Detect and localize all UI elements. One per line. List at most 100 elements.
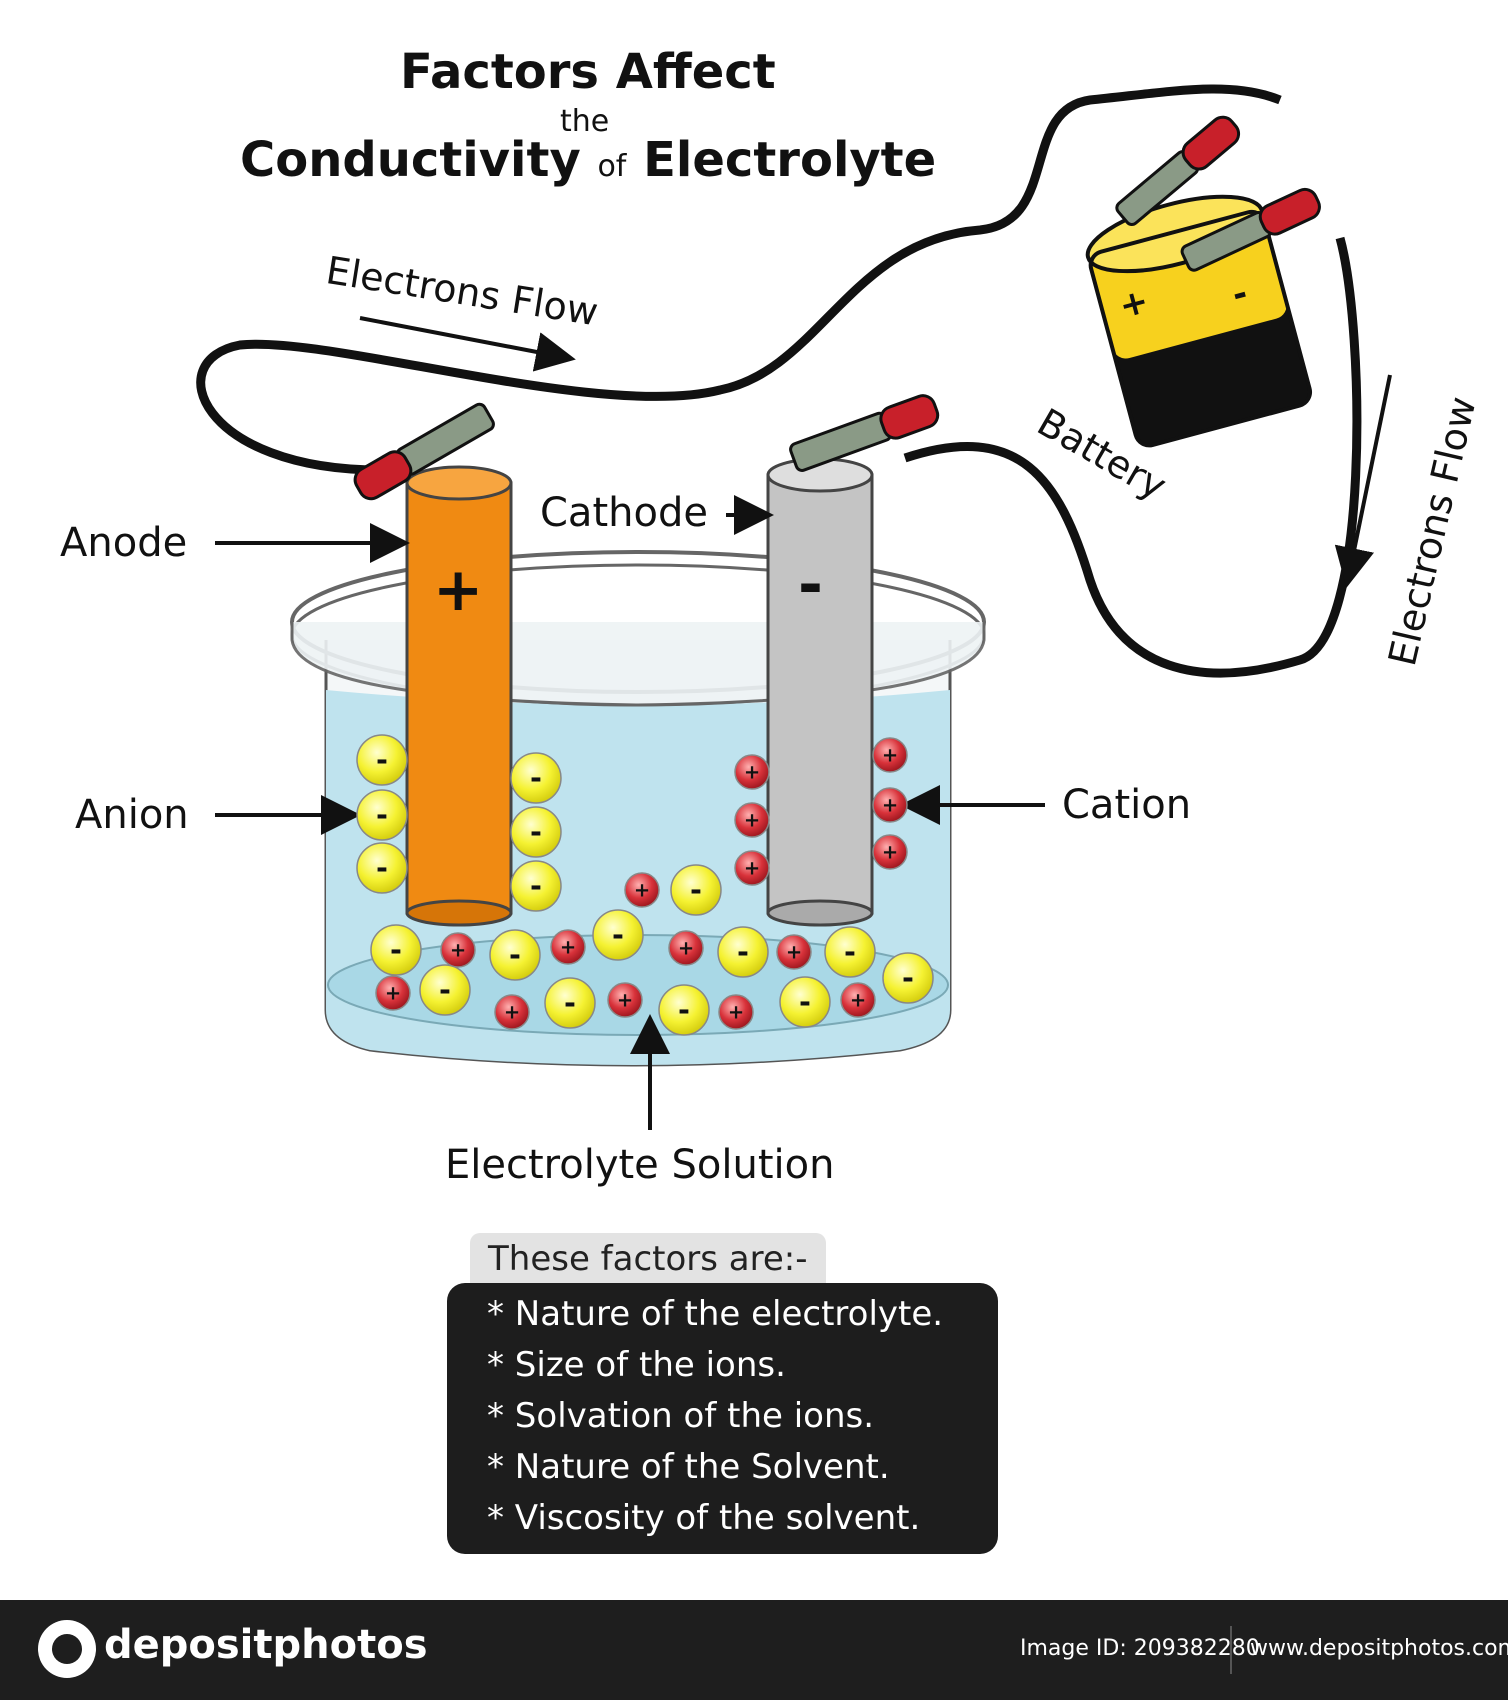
cation-ion [494, 994, 530, 1030]
cation-ion-sign: + [744, 760, 760, 783]
anion-ion-sign: - [690, 873, 702, 907]
anion-ion [510, 806, 562, 858]
cation-ion [624, 872, 660, 908]
anion-ion [419, 964, 471, 1016]
anion-ion-sign: - [564, 986, 576, 1020]
title-of: of [597, 149, 627, 184]
anion-ion [779, 976, 831, 1028]
ions-group: -----------------++++++++++++++++ [356, 734, 934, 1036]
title-line-1: Factors Affect [400, 44, 776, 100]
factor-item: * Viscosity of the solvent. [487, 1498, 921, 1538]
anion-ion-sign: - [390, 933, 402, 967]
factors-heading: These factors are:- [488, 1239, 808, 1279]
anion-ion-sign: - [737, 935, 749, 969]
cation-ion [375, 975, 411, 1011]
camera-logo-icon [38, 1620, 96, 1678]
cation-ion [668, 930, 704, 966]
anion-ion-sign: - [376, 743, 388, 777]
electrolysis-diagram: + - + - [196, 84, 1392, 1130]
cation-ion-sign: + [385, 981, 401, 1004]
cation-ion [776, 934, 812, 970]
factor-item: * Size of the ions. [487, 1345, 786, 1385]
anion-ion [544, 977, 596, 1029]
anion-ion-sign: - [376, 851, 388, 885]
cathode-label: Cathode [540, 490, 708, 536]
electrons-flow-arrow-top [359, 316, 576, 372]
anion-ion [356, 842, 408, 894]
anode-plus-sign: + [433, 555, 483, 625]
anion-ion-sign: - [902, 961, 914, 995]
anion-ion-sign: - [509, 938, 521, 972]
anion-ion [370, 924, 422, 976]
anion-ion-sign: - [530, 869, 542, 903]
cation-ion [607, 982, 643, 1018]
anion-ion [717, 926, 769, 978]
cathode-electrode: - [766, 457, 874, 927]
anion-ion-sign: - [530, 761, 542, 795]
title-line-3: Conductivity of Electrolyte [240, 132, 936, 188]
anion-ion-sign: - [844, 935, 856, 969]
battery-clip-right [1180, 187, 1321, 272]
battery-clip-left [1115, 115, 1241, 227]
website-link[interactable]: www.depositphotos.com [1250, 1636, 1508, 1661]
cation-ion-sign: + [617, 988, 633, 1011]
anion-ion [592, 909, 644, 961]
factors-panel: * Nature of the electrolyte. * Size of t… [447, 1283, 998, 1554]
factors-list: * Nature of the electrolyte. * Size of t… [447, 1283, 998, 1544]
cation-ion-sign: + [634, 878, 650, 901]
cation-ion [840, 982, 876, 1018]
cation-ion-sign: + [560, 935, 576, 958]
image-id: Image ID: 209382280 [1020, 1636, 1260, 1661]
anion-ion-sign: - [612, 918, 624, 952]
anion-ion-sign: - [439, 973, 451, 1007]
anion-label: Anion [75, 792, 189, 838]
cathode-minus-sign: - [798, 550, 823, 620]
cation-ion-sign: + [504, 1000, 520, 1023]
anion-ion [356, 789, 408, 841]
anion-ion-sign: - [376, 798, 388, 832]
cation-ion-sign: + [744, 856, 760, 879]
factor-item: * Nature of the Solvent. [487, 1447, 890, 1487]
cation-ion [734, 802, 770, 838]
cation-ion [734, 850, 770, 886]
wire-anode-to-battery [196, 84, 1282, 475]
anion-ion [510, 860, 562, 912]
anion-ion [356, 734, 408, 786]
cation-ion [872, 834, 908, 870]
cation-ion-sign: + [850, 988, 866, 1011]
anion-ion [670, 864, 722, 916]
cation-ion [872, 737, 908, 773]
anion-ion-sign: - [678, 993, 690, 1027]
anode-electrode: + [405, 465, 513, 927]
cation-ion [440, 932, 476, 968]
anion-ion [510, 752, 562, 804]
footer-divider [1230, 1626, 1232, 1674]
factors-heading-tab: These factors are:- [470, 1233, 826, 1285]
anion-ion [882, 952, 934, 1004]
electrolyte-solution-label: Electrolyte Solution [445, 1142, 835, 1188]
cation-ion [718, 994, 754, 1030]
cathode-clip [789, 394, 940, 472]
factor-item: * Nature of the electrolyte. [487, 1294, 944, 1334]
cation-ion [872, 787, 908, 823]
cation-ion-sign: + [744, 808, 760, 831]
cation-ion-sign: + [882, 840, 898, 863]
anion-ion [824, 926, 876, 978]
factor-item: * Solvation of the ions. [487, 1396, 875, 1436]
cation-ion-sign: + [450, 938, 466, 961]
anode-label: Anode [60, 520, 188, 566]
brand-logo[interactable]: depositphotos [104, 1622, 428, 1668]
cation-ion-sign: + [882, 793, 898, 816]
cation-label: Cation [1062, 782, 1192, 828]
anion-ion-sign: - [799, 985, 811, 1019]
title-line-2: the [560, 104, 610, 139]
cation-ion-sign: + [678, 936, 694, 959]
title-conductivity: Conductivity [240, 132, 581, 188]
cation-ion-sign: + [786, 940, 802, 963]
wire-cathode-to-battery [903, 236, 1362, 678]
anion-ion-sign: - [530, 815, 542, 849]
cation-ion-sign: + [882, 743, 898, 766]
cation-ion-sign: + [728, 1000, 744, 1023]
anion-ion [489, 929, 541, 981]
title-electrolyte: Electrolyte [643, 132, 937, 188]
